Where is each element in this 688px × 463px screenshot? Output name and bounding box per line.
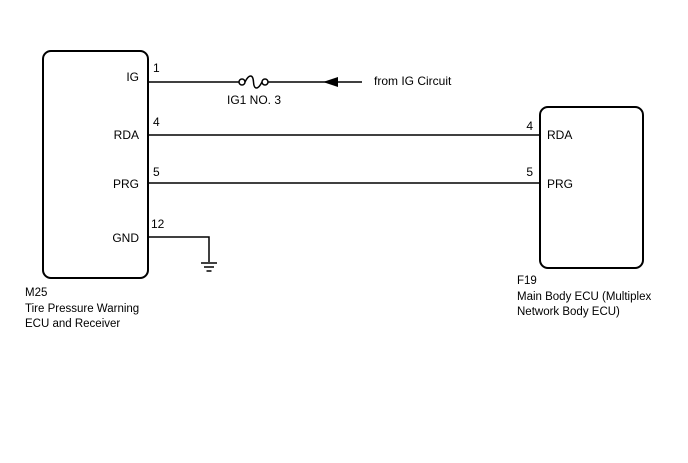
pin-number-prg-right: 5 — [526, 165, 533, 179]
ecu-right-name-line1: Main Body ECU (Multiplex — [517, 291, 651, 303]
pin-label-prg-right: PRG — [547, 177, 573, 191]
pin-number-prg-left: 5 — [153, 165, 160, 179]
fuse-label: IG1 NO. 3 — [227, 93, 281, 107]
ecu-right-name-line2: Network Body ECU) — [517, 306, 620, 318]
pin-label-rda-left: RDA — [114, 128, 139, 142]
arrow-head-icon — [323, 77, 338, 87]
pin-label-rda-right: RDA — [547, 128, 572, 142]
pin-label-prg-left: PRG — [113, 177, 139, 191]
ground-icon — [201, 262, 217, 272]
ecu-left-box — [42, 50, 149, 279]
pin-label-ig: IG — [126, 70, 139, 84]
ecu-right-box — [539, 106, 644, 269]
fuse-symbol — [238, 75, 269, 89]
ecu-left-code: M25 — [25, 287, 47, 299]
ecu-left-name-line2: ECU and Receiver — [25, 318, 120, 330]
pin-number-ig: 1 — [153, 61, 160, 75]
source-signal-label: from IG Circuit — [374, 74, 452, 88]
pin-number-gnd: 12 — [151, 217, 165, 231]
pin-label-gnd: GND — [112, 231, 139, 245]
gnd-wire — [148, 236, 210, 262]
pin-number-rda-left: 4 — [153, 115, 160, 129]
ecu-left-name-line1: Tire Pressure Warning — [25, 303, 139, 315]
pin-number-rda-right: 4 — [526, 119, 533, 133]
ecu-right-code: F19 — [517, 275, 537, 287]
